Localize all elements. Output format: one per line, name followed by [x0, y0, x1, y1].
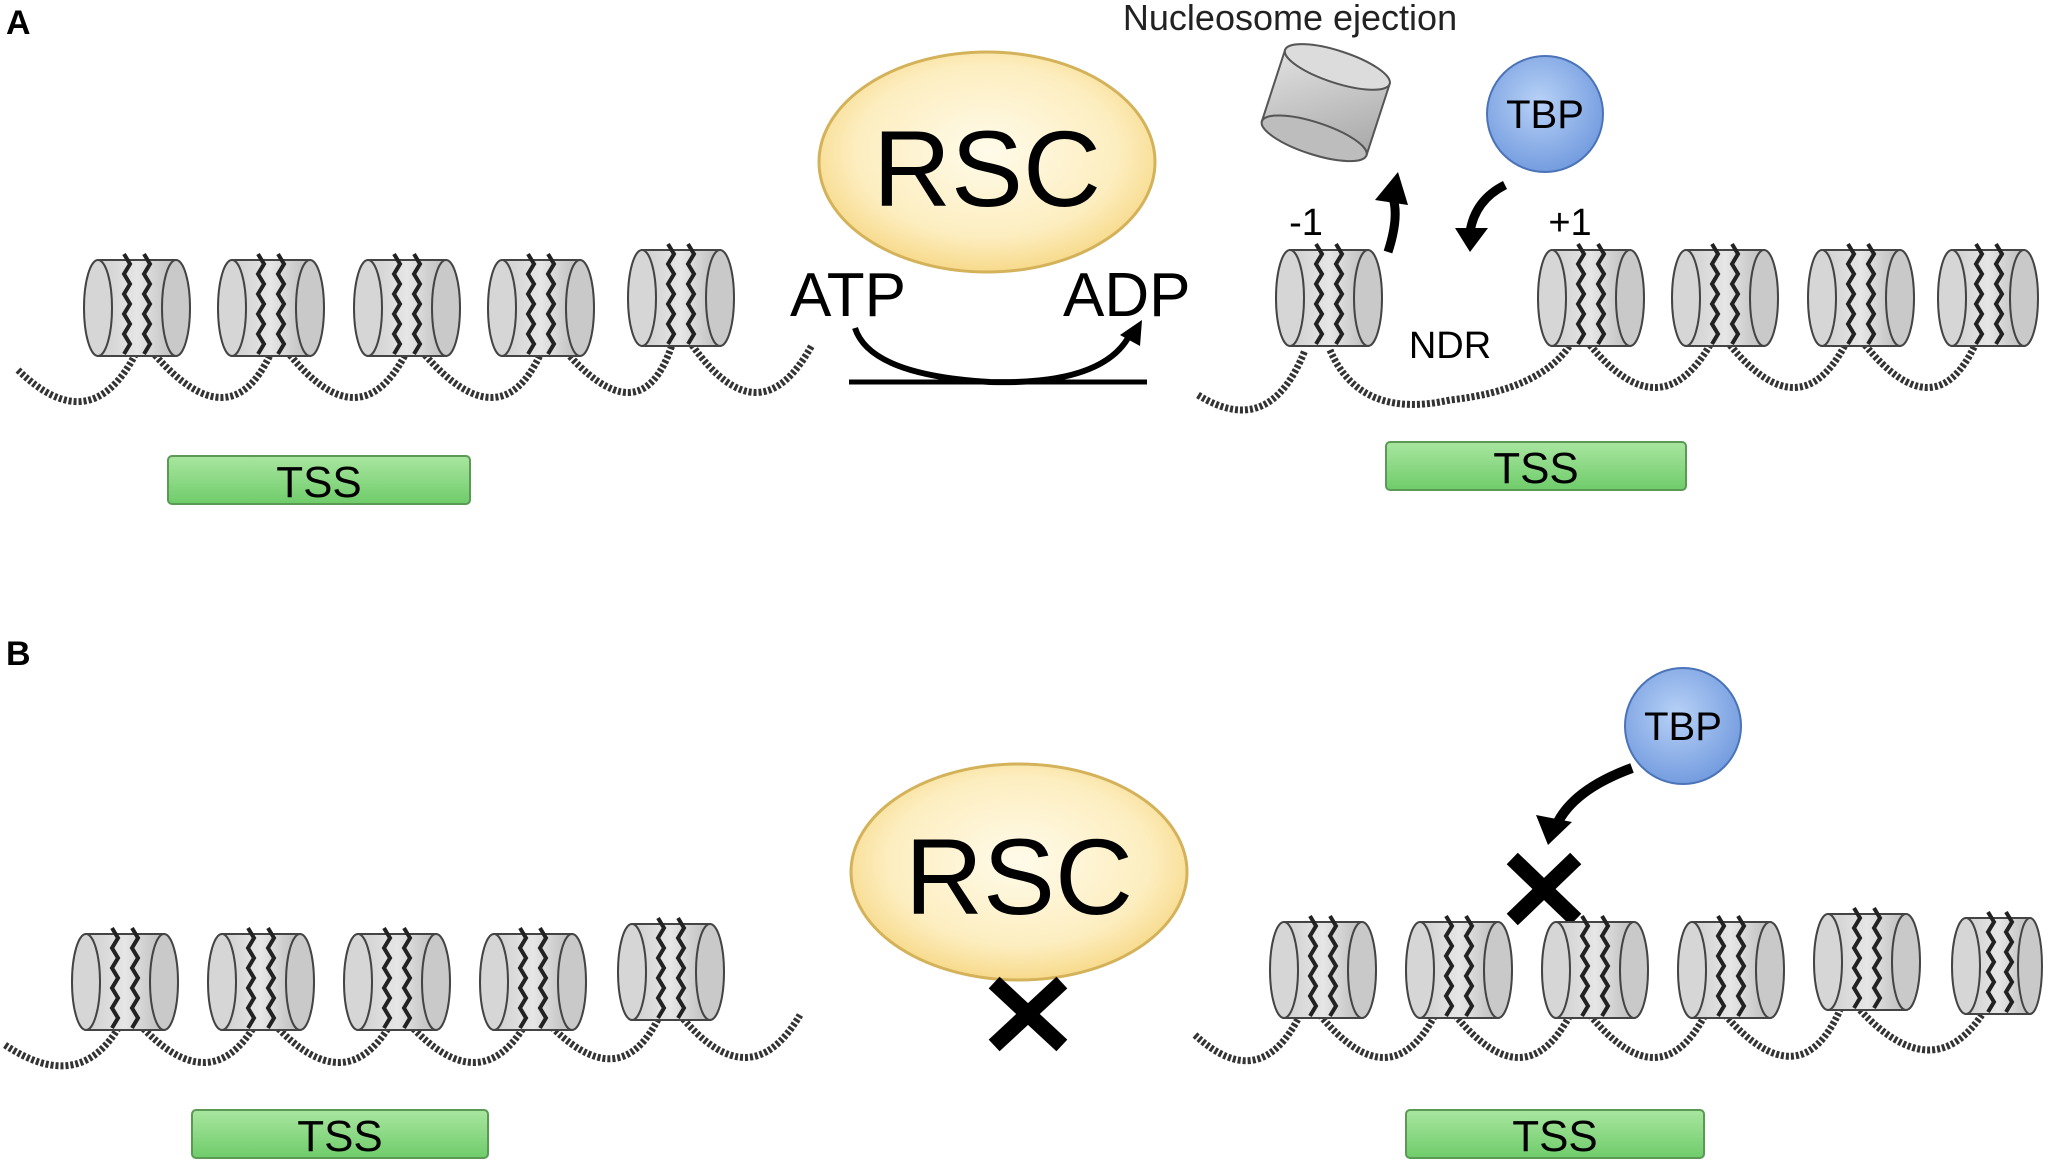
dna-linker-strand	[272, 1022, 394, 1066]
nucleosome-minus-one	[1275, 242, 1383, 347]
dna-linker-strand	[407, 1022, 529, 1066]
dna-linker-strand	[1196, 348, 1309, 414]
ejection-arrow-icon	[1375, 172, 1408, 254]
dna-linker-strand	[1317, 1012, 1439, 1061]
panel-b-label: B	[6, 635, 31, 673]
ndr-label: NDR	[1409, 325, 1491, 367]
nucleosome	[353, 252, 461, 357]
tss-box-b-left: TSS	[191, 1109, 489, 1161]
tbp-binding-arrow-icon	[1455, 180, 1508, 252]
nucleosome	[627, 242, 735, 347]
nucleosome	[1405, 914, 1513, 1019]
dna-linker-strand	[1326, 342, 1573, 408]
panel-a-label: A	[6, 4, 31, 42]
panel-a: TSS RSC ATP ADP Nucleosome ejection TBP	[15, 0, 2039, 507]
tbp-protein-a: TBP	[1486, 55, 1604, 173]
atp-label: ATP	[790, 261, 906, 330]
nucleosome	[1813, 906, 1921, 1011]
dna-linker-strand	[287, 352, 409, 401]
dna-linker-strand	[1192, 1013, 1304, 1065]
rsc-complex-a: RSC	[817, 50, 1157, 274]
nucleosome	[1671, 242, 1779, 347]
nucleosome	[207, 926, 315, 1031]
dna-linker-strand	[152, 352, 274, 401]
dna-linker-strand	[557, 342, 676, 396]
plus-one-label: +1	[1548, 202, 1591, 244]
tss-box-a-right: TSS	[1385, 441, 1687, 493]
panel-b: TSS RSC TBP	[3, 667, 2043, 1161]
rsc-label: RSC	[873, 108, 1101, 229]
tss-box-b-right: TSS	[1405, 1109, 1705, 1161]
minus-one-label: -1	[1289, 202, 1323, 244]
panel-b-right-chromatin	[1192, 906, 2043, 1065]
nucleosome	[1541, 914, 1649, 1019]
dna-linker-strand	[422, 352, 544, 401]
nucleosome	[1937, 242, 2039, 347]
nucleosome	[217, 252, 325, 357]
tbp-protein-b: TBP	[1624, 667, 1742, 785]
tss-label: TSS	[276, 458, 362, 507]
adp-label: ADP	[1063, 261, 1190, 330]
dna-linker-strand	[1722, 1008, 1844, 1060]
tbp-label: TBP	[1506, 93, 1584, 137]
panel-a-left-chromatin	[15, 242, 816, 406]
nucleosome	[617, 916, 725, 1021]
nucleosome	[343, 926, 451, 1031]
tss-label: TSS	[1512, 1112, 1598, 1161]
nucleosome	[83, 252, 191, 357]
tss-box-a-left: TSS	[167, 455, 471, 507]
dna-linker-strand	[3, 1023, 124, 1070]
ejected-nucleosome	[1260, 43, 1391, 163]
nucleosome	[487, 252, 595, 357]
dna-linker-strand	[1857, 1007, 1988, 1054]
nucleosome-ejection-label: Nucleosome ejection	[1123, 0, 1457, 38]
panel-b-left-chromatin	[3, 916, 804, 1070]
rsc-label: RSC	[905, 816, 1133, 937]
dna-linker-strand	[1862, 342, 1979, 391]
nucleosome-plus-one	[1537, 242, 1645, 347]
rsc-complex-b: RSC	[849, 762, 1189, 982]
dna-linker-strand	[137, 1022, 259, 1066]
dna-linker-strand	[677, 1012, 804, 1061]
nucleosome	[1951, 910, 2043, 1015]
dna-linker-strand	[1727, 342, 1849, 391]
dna-linker-strand	[1587, 1012, 1709, 1061]
dna-linker-strand	[689, 342, 816, 396]
nucleosome	[1269, 914, 1377, 1019]
tss-label: TSS	[1493, 444, 1579, 493]
panel-a-right-chromatin	[1196, 242, 2039, 414]
tbp-label: TBP	[1644, 705, 1722, 749]
dna-linker-strand	[1587, 342, 1714, 391]
reaction-curve-arrow	[852, 326, 1131, 386]
reaction-arrowhead	[1120, 320, 1142, 346]
atp-hydrolysis-reaction: ATP ADP	[790, 261, 1190, 386]
nucleosome	[71, 926, 179, 1031]
tss-label: TSS	[297, 1112, 383, 1161]
nucleosome	[1677, 914, 1785, 1019]
dna-linker-strand	[1452, 1012, 1574, 1061]
tbp-binding-arrow-icon	[1536, 763, 1634, 845]
nucleosome	[1807, 242, 1915, 347]
blocked-x-icon	[1506, 852, 1582, 926]
dna-linker-strand	[542, 1013, 664, 1063]
nucleosome	[479, 926, 587, 1031]
dna-linker-strand	[15, 353, 139, 406]
blocked-x-icon	[988, 976, 1068, 1052]
